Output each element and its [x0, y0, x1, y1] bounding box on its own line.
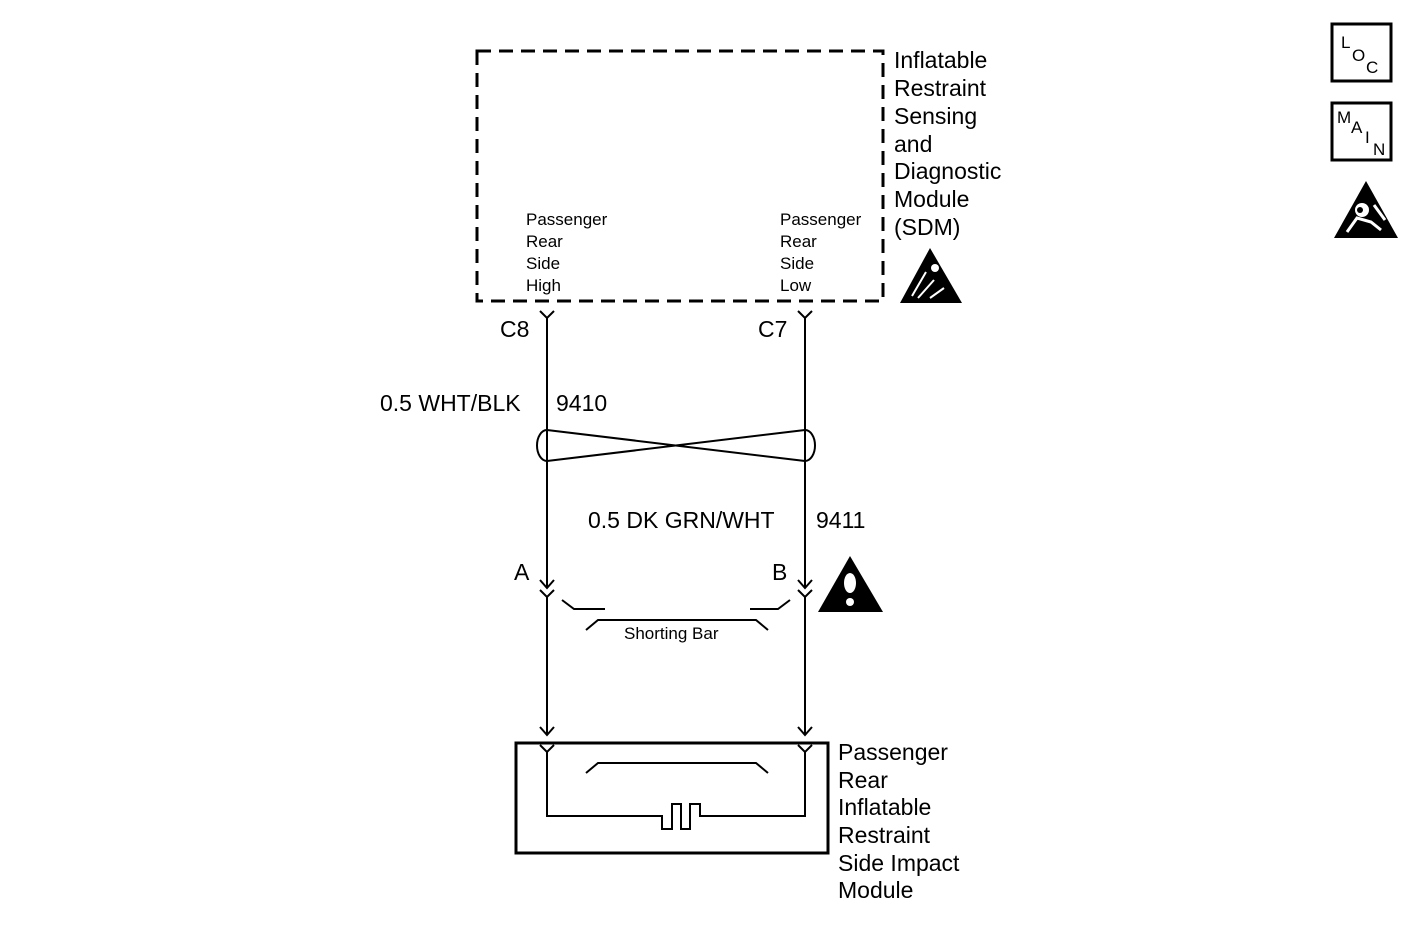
- pin-low-label: Passenger Rear Side Low: [780, 210, 862, 295]
- sdm-label-line: and: [894, 131, 932, 157]
- module-shorting-bar: [585, 762, 769, 774]
- connector-b-arrow: [797, 579, 813, 590]
- connector-a-terminal: [539, 589, 555, 599]
- c8-terminal: [539, 310, 555, 320]
- sdm-label-line: (SDM): [894, 214, 960, 240]
- pin-high-line: Passenger: [526, 210, 608, 229]
- loc-letter: O: [1352, 46, 1365, 65]
- sdm-box: [475, 49, 885, 303]
- loc-letter: C: [1366, 58, 1378, 77]
- module-label-line: Passenger: [838, 739, 948, 765]
- module-terminal-a: [539, 744, 555, 754]
- module-label-line: Inflatable: [838, 794, 931, 820]
- sdm-label-line: Module: [894, 186, 969, 212]
- module-label: Passenger Rear Inflatable Restraint Side…: [838, 739, 960, 903]
- esd-warning-icon: [900, 248, 962, 303]
- module-label-line: Module: [838, 877, 913, 903]
- wire1-circuit: 9410: [556, 390, 607, 416]
- sdm-label-line: Inflatable: [894, 47, 987, 73]
- pin-low-line: Side: [780, 254, 814, 273]
- pin-low-line: Rear: [780, 232, 817, 251]
- connector-a-label: A: [514, 559, 530, 585]
- wire2-label: 0.5 DK GRN/WHT: [588, 507, 775, 533]
- c7-terminal: [797, 310, 813, 320]
- connector-b-label: B: [772, 559, 787, 585]
- loc-letter: L: [1341, 33, 1350, 52]
- loc-button[interactable]: L O C: [1330, 22, 1393, 83]
- main-letter: A: [1351, 118, 1363, 137]
- connector-b-terminal: [797, 589, 813, 599]
- airbag-icon[interactable]: [1334, 181, 1398, 238]
- pin-high-label: Passenger Rear Side High: [526, 210, 608, 295]
- c7-label: C7: [758, 316, 787, 342]
- connector-a-arrow: [539, 579, 555, 590]
- pin-high-line: Side: [526, 254, 560, 273]
- c8-label: C8: [500, 316, 529, 342]
- main-letter: I: [1365, 128, 1370, 147]
- pin-high-line: High: [526, 276, 561, 295]
- pin-low-line: Low: [780, 276, 812, 295]
- shorting-bar: Shorting Bar: [561, 599, 791, 643]
- module-box: [514, 741, 830, 855]
- wire2-circuit: 9411: [816, 507, 865, 533]
- shorting-bar-label: Shorting Bar: [624, 624, 719, 643]
- module-a-arrow: [539, 726, 555, 737]
- sdm-label-line: Diagnostic: [894, 158, 1001, 184]
- wire1-label: 0.5 WHT/BLK: [380, 390, 521, 416]
- main-button[interactable]: M A I N: [1330, 101, 1393, 162]
- squib-circuit: [546, 752, 806, 830]
- pin-low-line: Passenger: [780, 210, 862, 229]
- module-label-line: Restraint: [838, 822, 931, 848]
- caution-icon: [818, 556, 883, 612]
- sdm-label: Inflatable Restraint Sensing and Diagnos…: [894, 47, 1001, 240]
- main-letter: N: [1373, 140, 1385, 159]
- module-label-line: Rear: [838, 767, 888, 793]
- twisted-pair-symbol: [536, 429, 816, 462]
- module-b-arrow: [797, 726, 813, 737]
- module-terminal-b: [797, 744, 813, 754]
- sdm-label-line: Restraint: [894, 75, 987, 101]
- sdm-label-line: Sensing: [894, 103, 977, 129]
- module-label-line: Side Impact: [838, 850, 960, 876]
- main-letter: M: [1337, 108, 1351, 127]
- pin-high-line: Rear: [526, 232, 563, 251]
